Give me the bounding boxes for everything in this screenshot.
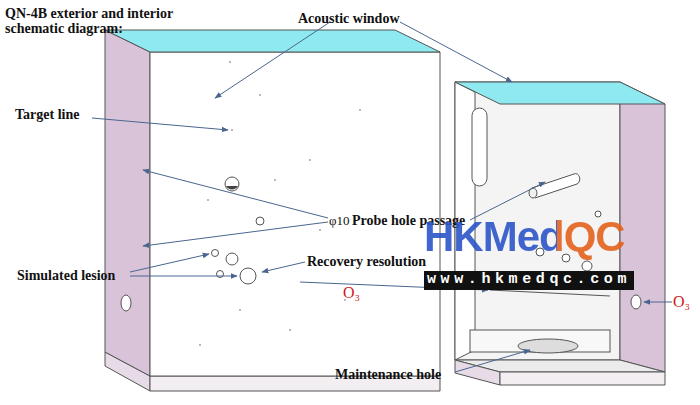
watermark: HKMedQC bbox=[424, 214, 625, 260]
side-hole bbox=[121, 295, 131, 311]
exterior-phantom bbox=[105, 30, 440, 391]
diagram-title: QN-4B exterior and interior schematic di… bbox=[5, 6, 220, 37]
side-hole bbox=[631, 295, 641, 309]
lesion-hole bbox=[240, 268, 256, 284]
hole bbox=[582, 261, 592, 271]
target-hole bbox=[225, 177, 239, 191]
dot bbox=[229, 61, 231, 63]
dot bbox=[319, 229, 321, 231]
leader-line bbox=[262, 262, 305, 272]
leader-line bbox=[130, 254, 209, 272]
acoustic-window-face bbox=[455, 82, 665, 104]
target-dots bbox=[199, 61, 361, 346]
acoustic-window-face bbox=[105, 30, 440, 52]
hole-shade bbox=[226, 186, 238, 189]
resolution-line bbox=[490, 290, 610, 296]
leader-line bbox=[92, 118, 228, 130]
side-face bbox=[105, 30, 150, 376]
leader-line bbox=[130, 276, 237, 277]
leader-line bbox=[143, 222, 328, 246]
dimension-label: φ10 bbox=[329, 214, 350, 228]
leader-line bbox=[400, 22, 512, 82]
leader-line bbox=[455, 350, 530, 372]
part-label: Maintenance hole bbox=[335, 367, 441, 382]
dot bbox=[259, 94, 261, 96]
base-front bbox=[500, 372, 665, 385]
lesion-hole bbox=[226, 253, 238, 265]
part-label: Target line bbox=[15, 107, 79, 122]
dot bbox=[199, 344, 201, 346]
leader-line bbox=[143, 170, 328, 218]
leader-lines bbox=[92, 22, 672, 372]
leader-line bbox=[215, 22, 330, 98]
leader-line bbox=[644, 302, 672, 303]
symbol-label: O₃ bbox=[343, 284, 360, 302]
part-label: Acoustic window bbox=[298, 11, 400, 26]
slot bbox=[472, 108, 487, 186]
dot bbox=[274, 179, 276, 181]
lesion-hole bbox=[212, 250, 219, 257]
part-label: Recovery resolution bbox=[307, 254, 426, 269]
probe-tube bbox=[532, 174, 580, 198]
dot bbox=[359, 109, 361, 111]
dot bbox=[231, 129, 233, 131]
lesion-hole bbox=[256, 217, 264, 225]
watermark-url: www.hkmedqc.com bbox=[424, 271, 634, 290]
side-face bbox=[620, 82, 665, 372]
dot bbox=[289, 329, 291, 331]
part-label: Simulated lesion bbox=[17, 268, 115, 283]
dot bbox=[309, 159, 311, 161]
dot bbox=[239, 309, 241, 311]
dot bbox=[207, 199, 209, 201]
base-side bbox=[455, 360, 500, 385]
maintenance-plate bbox=[470, 330, 610, 352]
symbol-label: O₃ bbox=[673, 293, 690, 311]
